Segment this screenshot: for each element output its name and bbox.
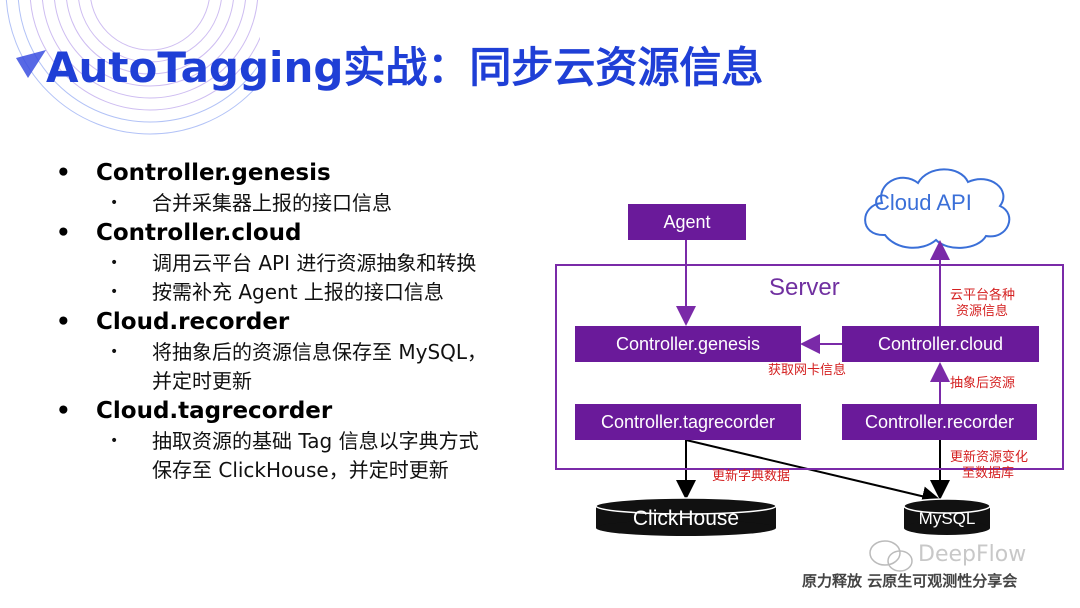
agent-box: Agent — [628, 204, 746, 240]
mysql-label: MySQL — [918, 509, 976, 528]
clickhouse-label: ClickHouse — [632, 507, 740, 530]
cloud-api-label: Cloud API — [874, 190, 972, 215]
edge-label-nic: 获取网卡信息 — [768, 363, 847, 378]
bullet-heading-tagrecorder: •Cloud.tagrecorder — [56, 398, 333, 424]
bullet-list: •Controller.genesis •合并采集器上报的接口信息 •Contr… — [56, 158, 546, 485]
controller-genesis-box: Controller.genesis — [575, 326, 801, 362]
server-boundary — [555, 264, 1064, 470]
bullet-item: •调用云平台 API 进行资源抽象和转换 — [110, 251, 477, 275]
watermark-caption: 原力释放 云原生可观测性分享会 — [802, 572, 1018, 590]
edge-label-cloud-api-1: 云平台各种 — [950, 288, 1016, 303]
edge-label-abstract: 抽象后资源 — [950, 376, 1016, 391]
edge-label-db-2: 至数据库 — [962, 466, 1015, 481]
watermark-brand: DeepFlow — [918, 542, 1027, 567]
bullet-item: •将抽象后的资源信息保存至 MySQL， — [110, 340, 488, 364]
controller-recorder-box: Controller.recorder — [842, 404, 1037, 440]
controller-cloud-box: Controller.cloud — [842, 326, 1039, 362]
bullet-item-continued: 保存至 ClickHouse，并定时更新 — [152, 458, 449, 482]
controller-tagrecorder-box: Controller.tagrecorder — [575, 404, 801, 440]
edge-label-dict: 更新字典数据 — [712, 469, 791, 484]
server-label: Server — [769, 274, 840, 301]
mysql-cylinder — [903, 498, 991, 535]
page-title: AutoTagging实战：同步云资源信息 — [46, 43, 764, 92]
clickhouse-cylinder — [595, 497, 777, 536]
bullet-heading-cloud: •Controller.cloud — [56, 220, 302, 246]
decorative-arcs — [5, 0, 260, 135]
edge-label-cloud-api-2: 资源信息 — [956, 304, 1009, 319]
bullet-heading-genesis: •Controller.genesis — [56, 160, 331, 186]
edge-label-db-1: 更新资源变化 — [950, 450, 1029, 465]
bullet-item: •合并采集器上报的接口信息 — [110, 191, 392, 215]
bullet-heading-recorder: •Cloud.recorder — [56, 309, 290, 335]
wechat-icon — [869, 540, 913, 572]
bullet-item: •抽取资源的基础 Tag 信息以字典方式 — [110, 429, 479, 453]
bullet-item-continued: 并定时更新 — [152, 369, 252, 393]
bullet-item: •按需补充 Agent 上报的接口信息 — [110, 280, 444, 304]
arrow-tagrecorder-to-mysql — [685, 439, 942, 507]
